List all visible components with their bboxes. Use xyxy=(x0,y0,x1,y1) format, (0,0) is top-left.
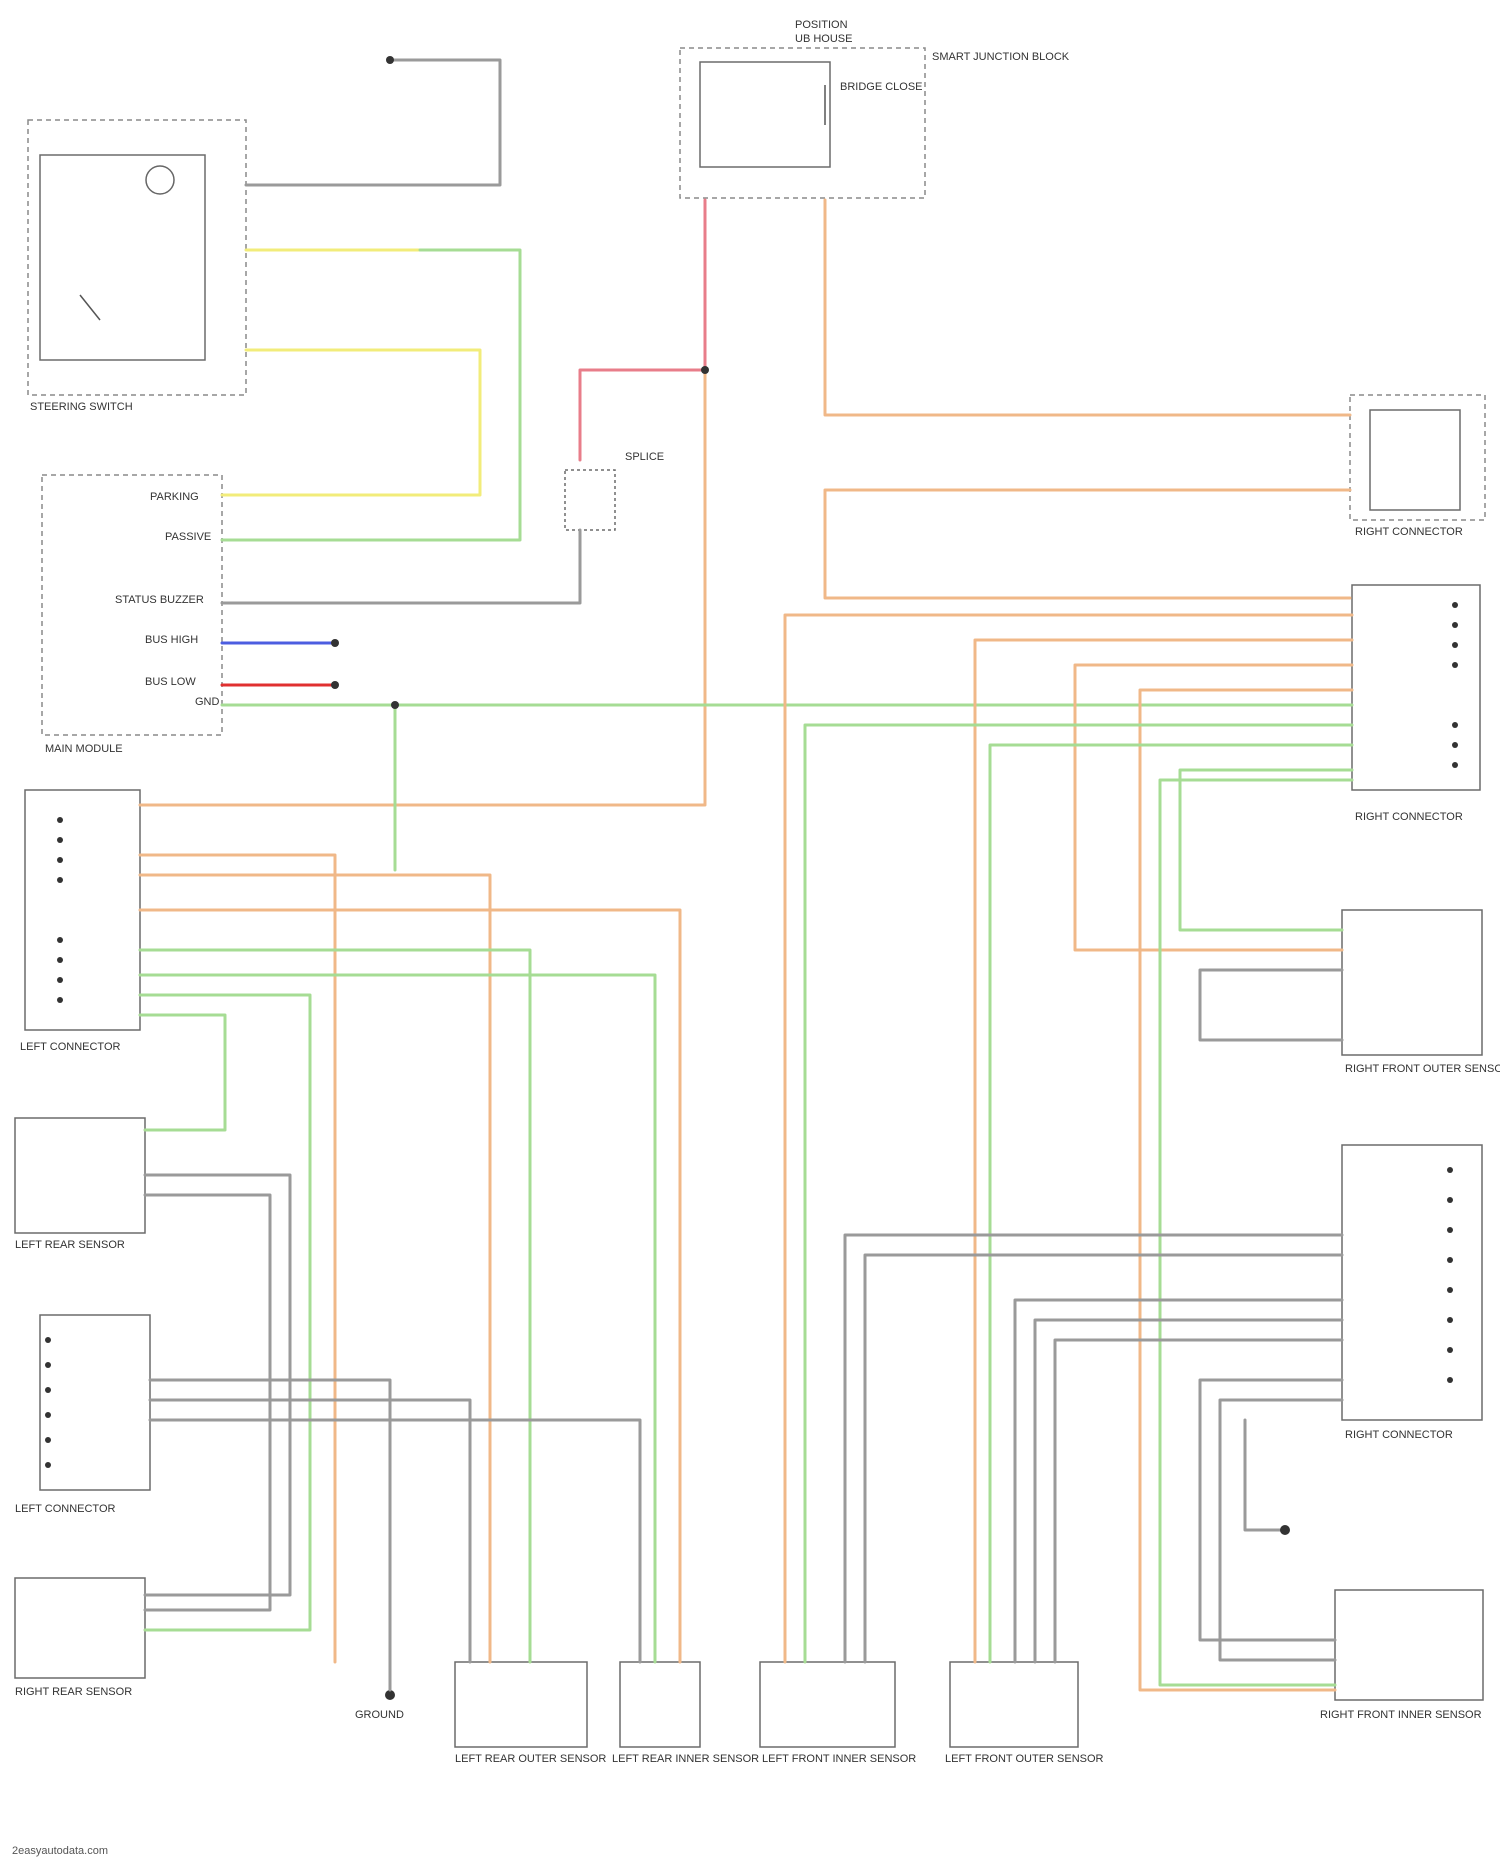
left-connector-mid-label: LEFT CONNECTOR xyxy=(15,1503,115,1515)
steering-switch-label: STEERING SWITCH xyxy=(30,401,133,413)
wire-gray-left-2 xyxy=(145,1195,270,1610)
fuse-box-inner-label: BRIDGE CLOSE xyxy=(840,81,923,93)
bottom-sensor-2-label: LEFT REAR INNER SENSOR xyxy=(612,1753,759,1765)
wire-orange-fuse xyxy=(825,200,1350,415)
bottom-sensor-4-label: LEFT FRONT OUTER SENSOR xyxy=(945,1753,1104,1765)
wire-orange-v3 xyxy=(1075,665,1352,950)
right-connector-top-label: RIGHT CONNECTOR xyxy=(1355,526,1463,538)
right-front-inner-sensor-label: RIGHT FRONT INNER SENSOR xyxy=(1320,1709,1482,1721)
right-connector-top: RIGHT CONNECTOR xyxy=(1350,395,1485,538)
wires xyxy=(140,60,1352,1690)
fuse-box-subtitle: UB HOUSE xyxy=(795,33,852,45)
right-connector-lower-label: RIGHT CONNECTOR xyxy=(1345,1429,1453,1441)
main-module-pin-passive: PASSIVE xyxy=(165,531,211,543)
ground: GROUND xyxy=(355,1690,404,1721)
left-connector-top: LEFT CONNECTOR xyxy=(20,790,140,1053)
right-front-inner-sensor: RIGHT FRONT INNER SENSOR xyxy=(1320,1590,1483,1721)
wire-green-v4 xyxy=(1160,780,1352,1685)
wire-gray-left-1 xyxy=(145,1175,290,1595)
main-module-pin-bus-high: BUS HIGH xyxy=(145,634,198,646)
splice-label: SPLICE xyxy=(625,451,664,463)
steering-switch: STEERING SWITCH xyxy=(28,120,246,413)
main-module-pin-bus-low: BUS LOW xyxy=(145,676,196,688)
footer-credit: 2easyautodata.com xyxy=(12,1845,108,1857)
bottom-sensor-3-label: LEFT FRONT INNER SENSOR xyxy=(762,1753,916,1765)
right-front-outer-sensor-label: RIGHT FRONT OUTER SENSOR xyxy=(1345,1063,1500,1075)
bottom-sensor-2: LEFT REAR INNER SENSOR xyxy=(612,1662,759,1765)
main-module: PARKING PASSIVE STATUS BUZZER BUS HIGH B… xyxy=(42,475,222,755)
right-connector-mid-label: RIGHT CONNECTOR xyxy=(1355,811,1463,823)
bottom-sensor-1: LEFT REAR OUTER SENSOR xyxy=(455,1662,606,1765)
right-rear-sensor-label: RIGHT REAR SENSOR xyxy=(15,1686,132,1698)
right-front-outer-sensor: RIGHT FRONT OUTER SENSOR xyxy=(1342,910,1500,1075)
wire-green-v3 xyxy=(1180,770,1352,930)
left-rear-sensor: LEFT REAR SENSOR xyxy=(15,1118,145,1251)
wire-green-left-2 xyxy=(140,975,655,1662)
wire-orange-v4 xyxy=(1140,690,1352,1690)
right-connector-lower: RIGHT CONNECTOR xyxy=(1342,1145,1482,1441)
wire-yellow-2 xyxy=(222,350,480,495)
wire-orange-v1 xyxy=(785,615,1352,1662)
wire-gray-left-5 xyxy=(150,1420,640,1662)
wire-green-left-3 xyxy=(140,1015,225,1130)
right-rear-sensor: RIGHT REAR SENSOR xyxy=(15,1578,145,1698)
wire-orange-v2 xyxy=(975,640,1352,1662)
fuse-box-note: SMART JUNCTION BLOCK xyxy=(932,51,1070,63)
fuse-box: POSITION UB HOUSE SMART JUNCTION BLOCK B… xyxy=(680,19,1070,198)
right-connector-mid: RIGHT CONNECTOR xyxy=(1352,585,1480,823)
left-connector-top-label: LEFT CONNECTOR xyxy=(20,1041,120,1053)
bottom-sensor-4: LEFT FRONT OUTER SENSOR xyxy=(945,1662,1104,1765)
left-rear-sensor-label: LEFT REAR SENSOR xyxy=(15,1239,125,1251)
wire-orange-return xyxy=(825,490,1350,598)
bottom-sensor-3: LEFT FRONT INNER SENSOR xyxy=(760,1662,916,1765)
wire-gray-ground-right xyxy=(1245,1420,1285,1530)
main-module-pin-status-buzzer: STATUS BUZZER xyxy=(115,594,204,606)
wire-orange-left-3 xyxy=(140,910,680,1662)
main-module-pin-gnd: GND xyxy=(195,696,220,708)
main-module-pin-parking: PARKING xyxy=(150,491,199,503)
ground-label: GROUND xyxy=(355,1709,404,1721)
bottom-sensor-1-label: LEFT REAR OUTER SENSOR xyxy=(455,1753,606,1765)
wire-green-v1 xyxy=(805,725,1352,1662)
left-connector-mid: LEFT CONNECTOR xyxy=(15,1315,150,1515)
wire-pink xyxy=(580,200,705,460)
wire-gray-top xyxy=(246,60,500,185)
wire-gray-right-3 xyxy=(865,1255,1342,1662)
wire-green-v2 xyxy=(990,745,1352,1662)
wire-orange-left-2 xyxy=(140,875,490,1662)
splice: SPLICE xyxy=(565,451,664,530)
wire-gray-right-5 xyxy=(1035,1320,1342,1662)
wire-gray-right-1 xyxy=(1200,970,1342,1040)
main-module-label: MAIN MODULE xyxy=(45,743,123,755)
wire-gray-right-4 xyxy=(1015,1300,1342,1662)
wire-orange-main xyxy=(140,370,705,805)
fuse-box-title: POSITION xyxy=(795,19,848,31)
